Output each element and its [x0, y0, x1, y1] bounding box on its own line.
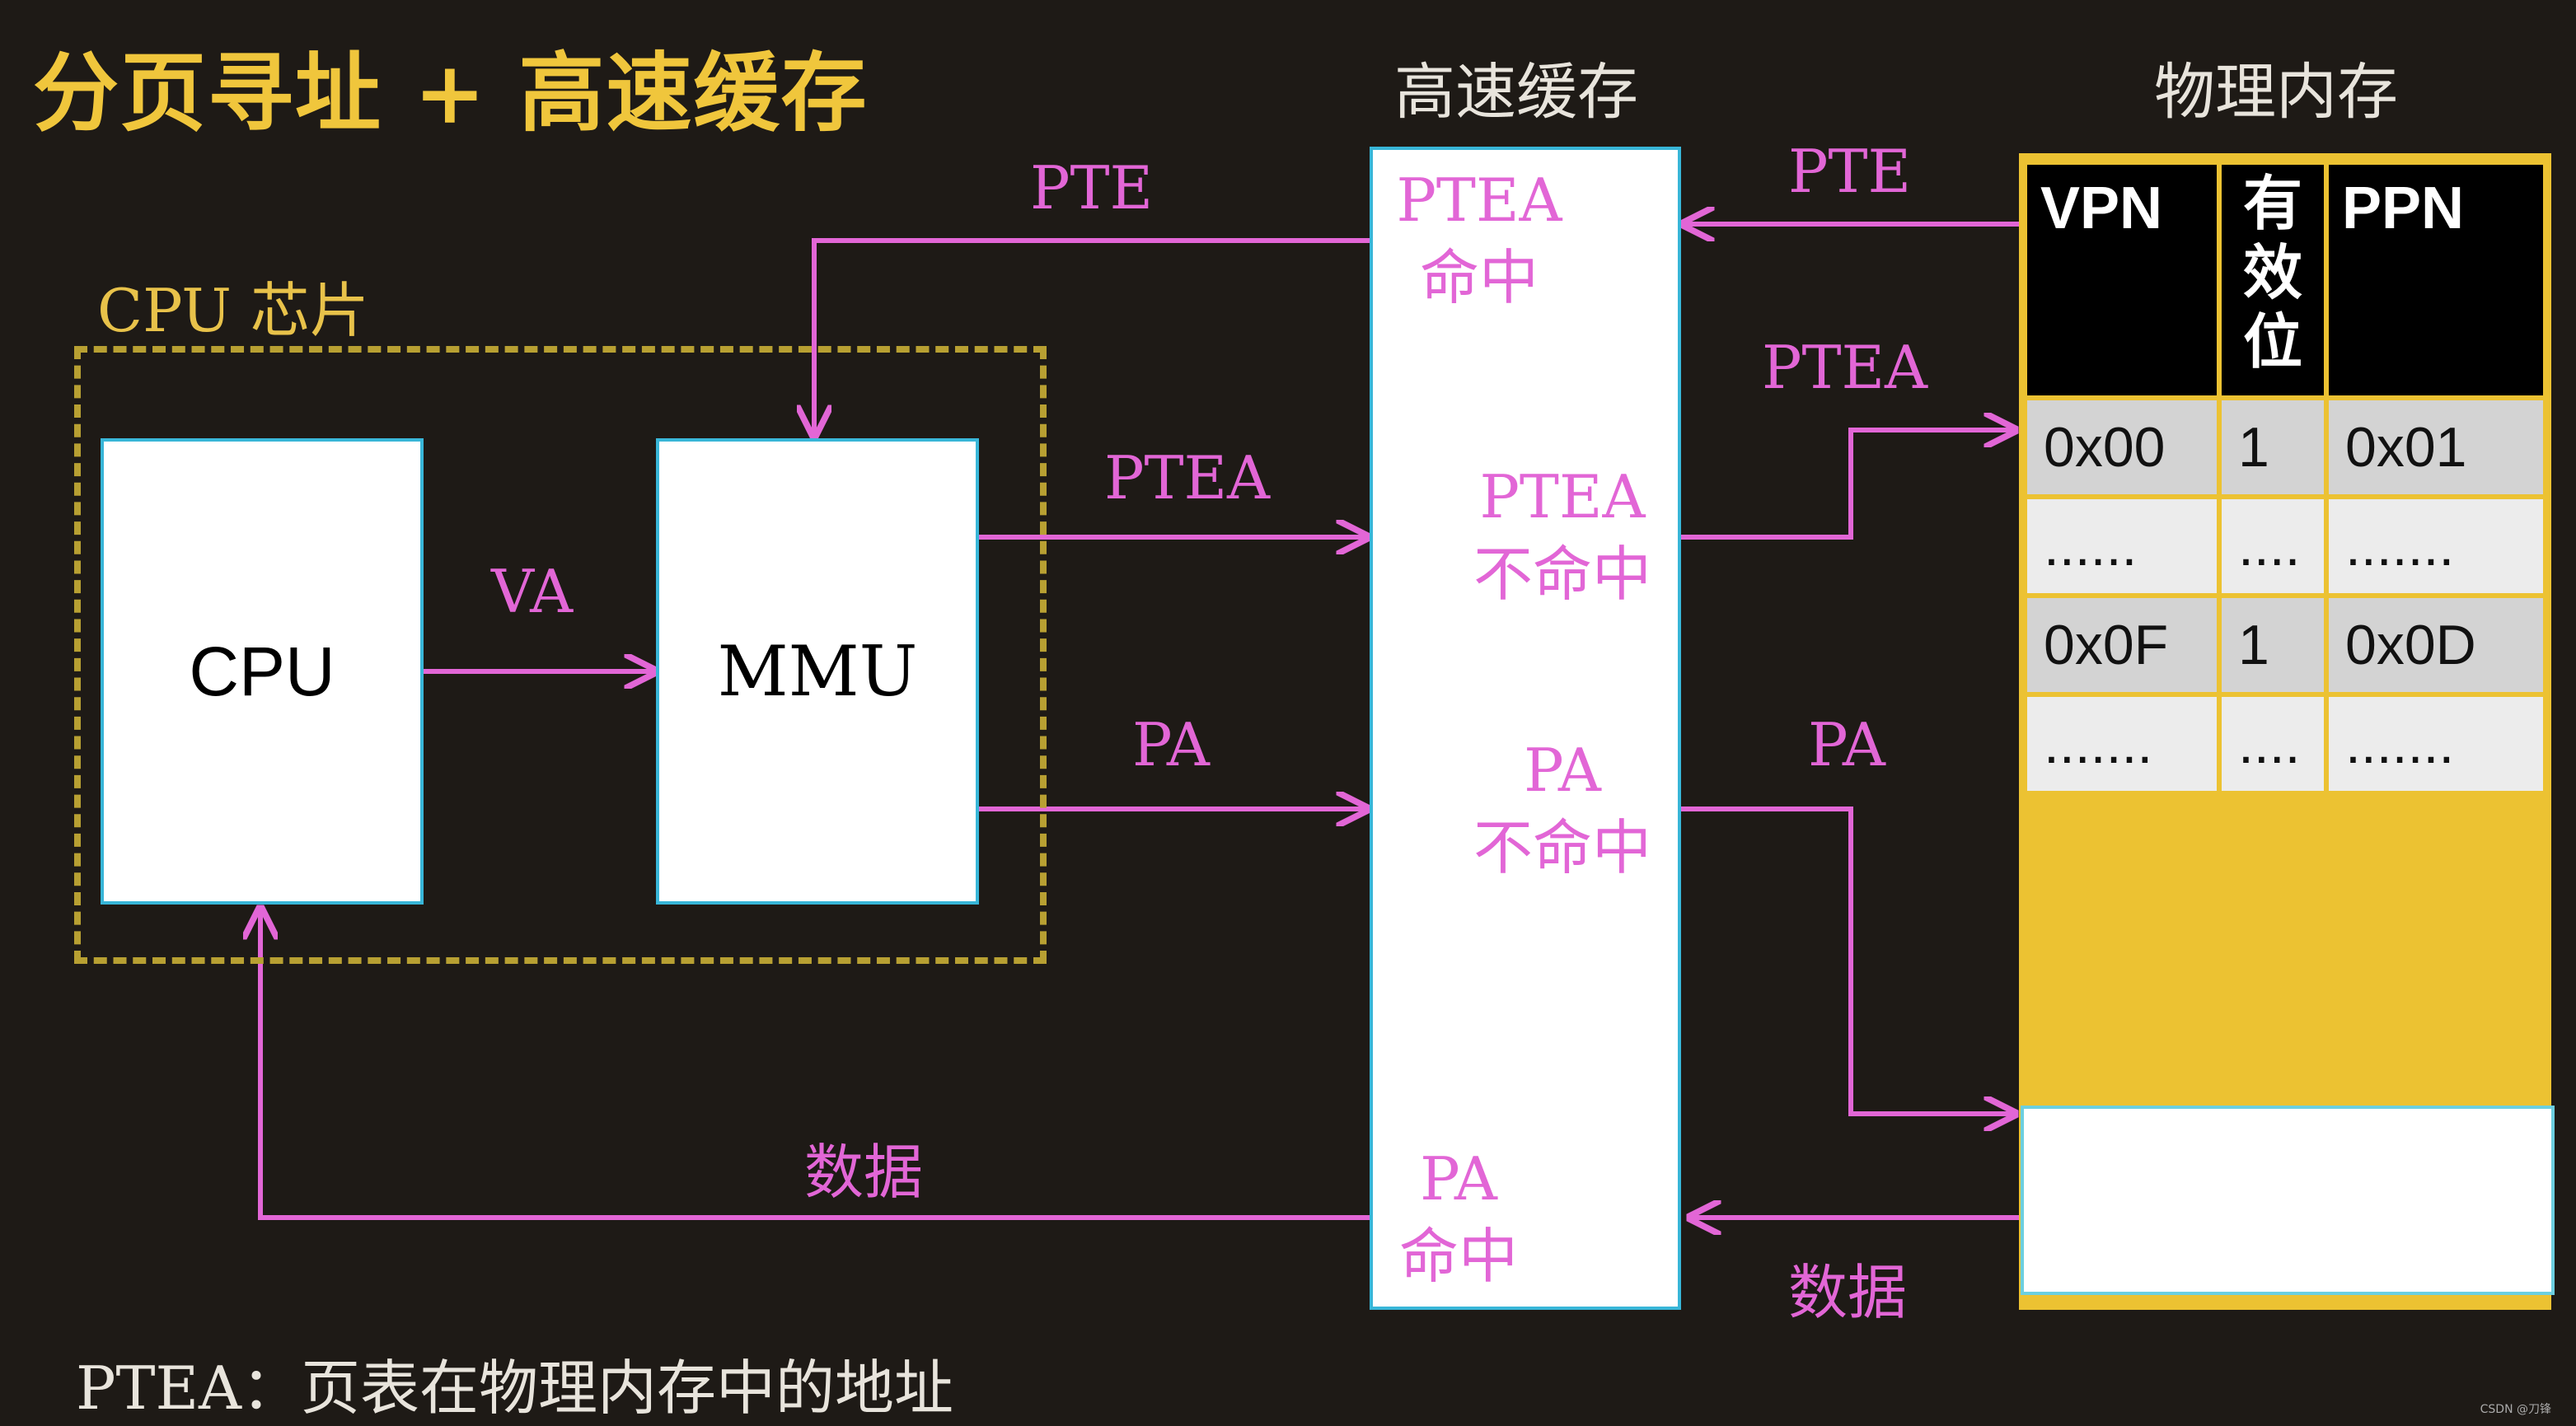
- cache-pte-hit-line2: 命中: [1419, 243, 1539, 312]
- cache-ptea-miss: PTEA 不命中: [1464, 458, 1661, 613]
- cache-pte-hit-line1: PTEA: [1396, 166, 1562, 235]
- table-row: 0x00 1 0x01: [2027, 400, 2543, 494]
- cache-ptea-miss-line2: 不命中: [1473, 540, 1651, 609]
- ppn-cell: .......: [2329, 499, 2543, 593]
- vpn-header: VPN: [2027, 165, 2217, 395]
- cache-pa-miss-line1: PA: [1524, 736, 1601, 805]
- watermark: CSDN @刀锋: [2480, 1403, 2551, 1416]
- ptea-to-memory-label: PTEA: [1762, 333, 1928, 402]
- pa-to-cache-label: PA: [1132, 710, 1210, 779]
- ptea-to-memory-arrow: [1681, 430, 2016, 540]
- va-label: VA: [491, 557, 574, 626]
- page-table-header-row: VPN 有 效 位 PPN: [2027, 165, 2543, 395]
- cache-box: [1370, 147, 1681, 1310]
- vpn-cell: ......: [2027, 499, 2217, 593]
- cache-heading: 高速缓存: [1394, 57, 1638, 128]
- valid-bit-header-char: 效: [2242, 241, 2302, 306]
- cache-pte-hit: PTEA 命中: [1393, 161, 1566, 316]
- valid-cell: ....: [2222, 499, 2324, 593]
- cache-pa-hit-line1: PA: [1420, 1144, 1497, 1213]
- table-row: 0x0F 1 0x0D: [2027, 598, 2543, 692]
- ppn-cell: .......: [2329, 697, 2543, 791]
- cache-pa-hit: PA 命中: [1393, 1140, 1525, 1295]
- ppn-cell: 0x0D: [2329, 598, 2543, 692]
- mmu-box: MMU: [656, 438, 979, 905]
- cpu-chip-label: CPU 芯片: [97, 276, 369, 345]
- table-row: ....... .... .......: [2027, 697, 2543, 791]
- page-title: 分页寻址 + 高速缓存: [33, 42, 869, 143]
- pte-to-mmu-arrow: [814, 238, 1371, 437]
- table-row: ...... .... .......: [2027, 499, 2543, 593]
- ptea-to-cache-label: PTEA: [1104, 443, 1271, 512]
- memory-data-block: [2021, 1106, 2555, 1295]
- valid-cell: 1: [2222, 598, 2324, 692]
- cache-ptea-miss-line1: PTEA: [1479, 462, 1646, 531]
- valid-cell: ....: [2222, 697, 2324, 791]
- data-from-memory-label: 数据: [1788, 1258, 1908, 1327]
- ppn-header: PPN: [2329, 165, 2543, 395]
- vpn-cell: 0x00: [2027, 400, 2217, 494]
- cache-pa-miss-line2: 不命中: [1473, 813, 1651, 882]
- vpn-cell: 0x0F: [2027, 598, 2217, 692]
- ppn-cell: 0x01: [2329, 400, 2543, 494]
- cpu-box: CPU: [101, 438, 424, 905]
- cache-pa-miss: PA 不命中: [1464, 732, 1661, 886]
- memory-heading: 物理内存: [2154, 57, 2398, 128]
- pte-to-mmu-label: PTE: [1030, 153, 1154, 222]
- pa-to-memory-label: PA: [1808, 710, 1885, 779]
- data-to-cpu-label: 数据: [804, 1138, 924, 1207]
- data-to-cpu-arrow: [260, 908, 1371, 1220]
- page-table: VPN 有 效 位 PPN 0x00 1 0x01 ...... .... ..…: [2022, 160, 2548, 796]
- valid-bit-header-char: 有: [2242, 171, 2302, 237]
- pte-from-memory-label: PTE: [1788, 137, 1912, 206]
- cpu-label: CPU: [189, 632, 335, 710]
- valid-bit-header: 有 效 位: [2222, 165, 2324, 395]
- pa-to-memory-arrow: [1681, 807, 2016, 1114]
- valid-bit-header-char: 位: [2242, 310, 2302, 376]
- vpn-cell: .......: [2027, 697, 2217, 791]
- footnote: PTEA：页表在物理内存中的地址: [76, 1354, 954, 1423]
- cpu-chip-boundary: [74, 346, 1047, 964]
- valid-cell: 1: [2222, 400, 2324, 494]
- cache-pa-hit-line2: 命中: [1398, 1222, 1518, 1291]
- mmu-label: MMU: [717, 631, 918, 712]
